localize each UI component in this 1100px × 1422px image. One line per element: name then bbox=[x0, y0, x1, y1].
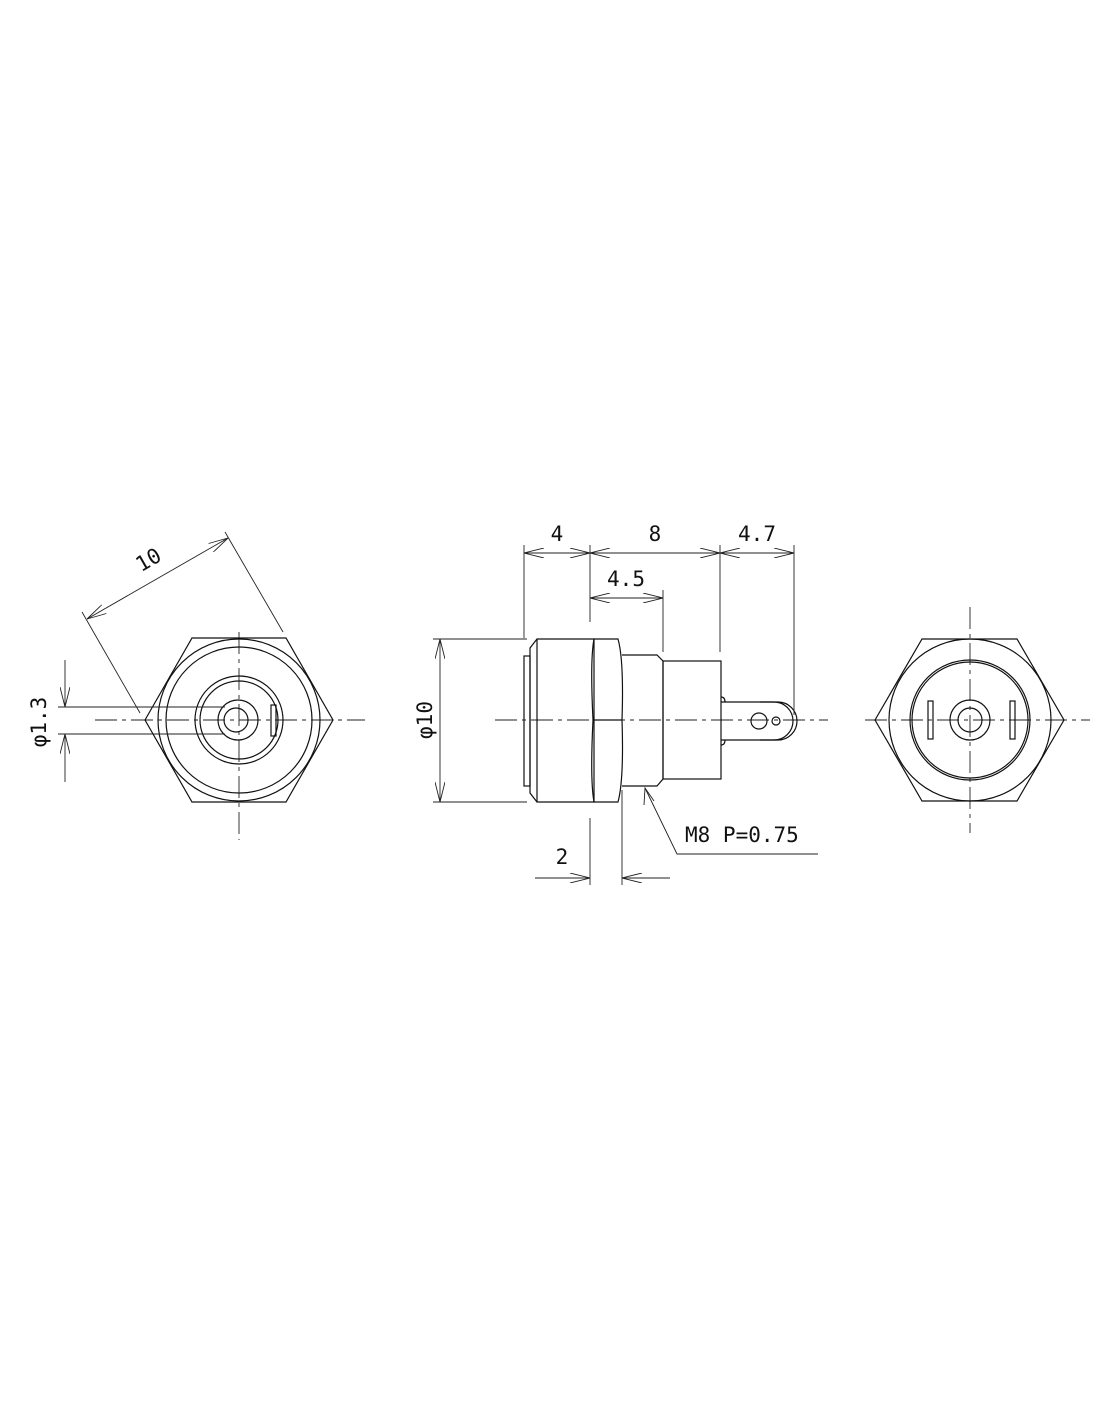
outer-ring bbox=[888, 638, 1052, 802]
side-view: 4 8 4.7 4.5 φ10 2 M8 P=0.75 bbox=[413, 522, 828, 885]
terminal-slot-left bbox=[927, 700, 934, 740]
pin bbox=[223, 707, 249, 733]
hex-outline bbox=[874, 638, 1065, 802]
terminal-hole bbox=[750, 712, 768, 730]
socket-ring-inner bbox=[199, 680, 279, 760]
cap-flange bbox=[523, 655, 531, 787]
threaded-body bbox=[622, 654, 664, 787]
terminal-length-label: 4.7 bbox=[738, 522, 776, 546]
outer-ring bbox=[157, 638, 321, 802]
solder-terminal bbox=[721, 701, 798, 741]
socket-ring-outer bbox=[194, 675, 284, 765]
body-ring bbox=[909, 659, 1031, 781]
terminal-hole-back bbox=[771, 716, 781, 726]
extension-line bbox=[224, 531, 284, 633]
pin-diameter-label: φ1.3 bbox=[27, 697, 51, 748]
cap-body bbox=[529, 638, 595, 803]
rear-body bbox=[662, 660, 722, 780]
thread-leader-line bbox=[644, 787, 818, 855]
nut bbox=[591, 638, 624, 803]
terminal-tip bbox=[760, 701, 794, 741]
extension-line bbox=[81, 611, 141, 714]
front-view: φ1.3 10 bbox=[27, 531, 365, 840]
terminal-slot-right bbox=[1009, 700, 1016, 740]
key-slot bbox=[270, 704, 277, 737]
hex-nut-outline bbox=[144, 637, 334, 803]
diameter-label: φ10 bbox=[413, 701, 437, 739]
center-hole bbox=[957, 707, 983, 733]
cap-ring bbox=[165, 646, 313, 794]
body-length-label: 8 bbox=[649, 522, 662, 546]
pin-ring bbox=[217, 699, 259, 741]
hex-size-label: 10 bbox=[132, 543, 166, 576]
center-ring bbox=[949, 699, 991, 741]
dimension-line bbox=[87, 538, 228, 619]
leader-arrow bbox=[643, 786, 655, 806]
thread-length-label: 4.5 bbox=[607, 567, 645, 591]
rear-view bbox=[865, 607, 1090, 833]
nut-thickness-label: 2 bbox=[556, 845, 569, 869]
terminal-rivet bbox=[720, 696, 726, 746]
body-ring-inner bbox=[911, 661, 1029, 779]
thread-spec-label: M8 P=0.75 bbox=[685, 823, 799, 847]
cap-length-label: 4 bbox=[551, 522, 564, 546]
